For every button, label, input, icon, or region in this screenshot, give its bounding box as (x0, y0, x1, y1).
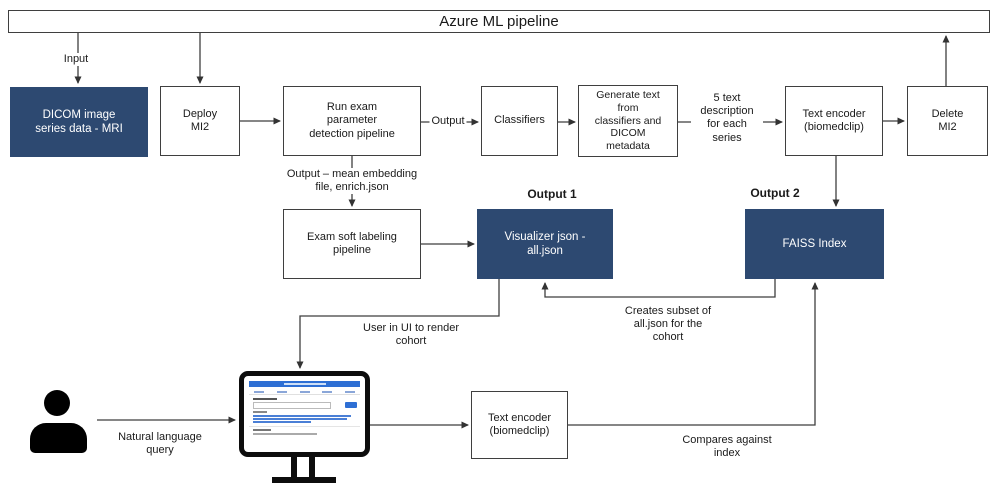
node-visualizer-json: Visualizer json - all.json (477, 209, 613, 279)
mini-ui-nav-item (299, 390, 310, 393)
monitor-screen (247, 379, 362, 449)
mini-ui-nav-item (276, 390, 287, 393)
edge-label-output-mean-embedding: Output – mean embedding file, enrich.jso… (265, 168, 439, 195)
node-text-encoder-top: Text encoder (biomedclip) (785, 86, 883, 156)
monitor-stand-base (272, 477, 336, 483)
mini-ui-nav-item (345, 390, 355, 393)
user-head-shape (44, 390, 70, 416)
edge-label-output-1: Output 1 (527, 187, 577, 201)
node-deploy-mi2: Deploy MI2 (160, 86, 240, 156)
mini-ui-heading-bar (253, 398, 277, 400)
edge-faiss-to-visualizer (541, 279, 776, 298)
mini-ui-title-text-bar (283, 383, 326, 385)
mini-ui-text-line (253, 433, 317, 435)
monitor-icon (239, 371, 370, 457)
node-azure-ml-pipeline: Azure ML pipeline (8, 10, 990, 33)
node-exam-soft-labeling: Exam soft labeling pipeline (283, 209, 421, 279)
edge-label-output-2: Output 2 (750, 186, 800, 200)
mini-ui-divider (249, 426, 360, 427)
mini-ui-link-line (253, 418, 347, 420)
mini-ui-search-button (345, 402, 357, 408)
mini-ui-section-heading-bar (253, 429, 271, 431)
user-body-shape (30, 423, 87, 453)
node-generate-text: Generate text from classifiers and DICOM… (578, 85, 678, 157)
mini-ui-nav-item (254, 390, 264, 393)
mini-ui-nav-item (322, 390, 333, 393)
node-classifiers: Classifiers (481, 86, 558, 156)
node-text-encoder-bottom: Text encoder (biomedclip) (471, 391, 568, 459)
mini-ui-link-line (253, 415, 351, 417)
node-run-exam-parameter-pipeline: Run exam parameter detection pipeline (283, 86, 421, 156)
edge-label-compares-against-index: Compares against index (682, 434, 772, 460)
node-faiss-index: FAISS Index (745, 209, 884, 279)
mini-ui-title-bar (249, 381, 360, 387)
monitor-stand-left-leg (291, 455, 297, 478)
edge-label-input: Input (61, 53, 91, 67)
mini-ui-link-line (253, 421, 311, 423)
monitor-stand-right-leg (309, 455, 315, 478)
edge-label-creates-subset: Creates subset of all.json for the cohor… (624, 305, 712, 344)
node-dicom-image-series: DICOM image series data - MRI (10, 87, 148, 157)
edge-label-natural-language-query: Natural language query (118, 431, 202, 457)
mini-ui-nav-bar (249, 389, 360, 395)
node-delete-mi2: Delete MI2 (907, 86, 988, 156)
edge-label-output: Output (429, 115, 467, 129)
banner-title: Azure ML pipeline (439, 13, 559, 30)
edge-label-5-text-description: 5 text description for each series (691, 92, 763, 145)
mini-ui-search-input (253, 402, 331, 409)
mini-ui-subheading-bar (253, 411, 267, 413)
edge-label-user-in-ui: User in UI to render cohort (363, 322, 459, 348)
